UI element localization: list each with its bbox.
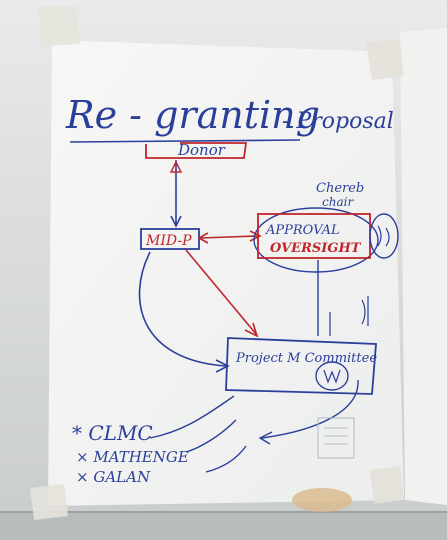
ghost-lines-right [324, 427, 348, 445]
mid-box [140, 228, 200, 250]
list-item-1: * CLMC [72, 421, 153, 445]
chart-title: Re - granting [65, 93, 320, 137]
curve-mid-pmc-head [215, 359, 230, 373]
arrow-donor-mid-head-up [169, 160, 183, 173]
mid-label: MID-P [145, 233, 192, 249]
approval-label-2: OVERSIGHT [270, 241, 362, 256]
pmc-inner-scribble [323, 369, 341, 384]
tape-top-right [366, 40, 404, 80]
list-item-3: × GALAN [76, 468, 151, 486]
approval-oval [253, 207, 379, 273]
chair-side-circle [369, 213, 399, 259]
pmc-inner-circle [315, 361, 349, 391]
arrow-approval-mid-head [197, 232, 209, 244]
donor-box [145, 142, 248, 159]
chair-label-2: chair [322, 195, 354, 209]
curve-pmc-right-head [258, 431, 273, 445]
tape-top-left [38, 6, 80, 46]
pmc-label: Project M Committee [235, 351, 377, 366]
board-frame-bottom [0, 512, 447, 540]
pmc-box [225, 337, 377, 395]
chair-label-1: Chereb [316, 181, 364, 196]
title-underline [69, 139, 301, 143]
arrow-mid-pmc-head [244, 322, 259, 338]
tape-bottom-left [30, 484, 68, 520]
curve-mid-pmc [138, 251, 227, 367]
side-note-scribble [361, 296, 369, 326]
curve-pmc-right [261, 379, 359, 439]
arrow-mid-approval [199, 235, 259, 239]
flipchart-paper [48, 40, 404, 506]
approval-label-1: APPROVAL [265, 223, 340, 238]
stain-bottom [292, 488, 352, 512]
list-item-2: × MATHENGE [76, 448, 189, 466]
ghost-box-right [317, 417, 355, 459]
right-paper-sheet [400, 28, 447, 505]
tape-bottom-right [370, 466, 404, 504]
arrow-donor-mid-head-down [170, 215, 182, 228]
chart-subtitle: - Proposal [282, 109, 394, 134]
curve-pmc-list-1 [149, 395, 235, 439]
arrow-mid-pmc [185, 249, 257, 335]
curve-pmc-list-3 [205, 445, 247, 473]
chair-side-scribble [377, 225, 390, 247]
donor-label: Donor [177, 141, 226, 159]
curve-pmc-list-2 [185, 419, 237, 453]
